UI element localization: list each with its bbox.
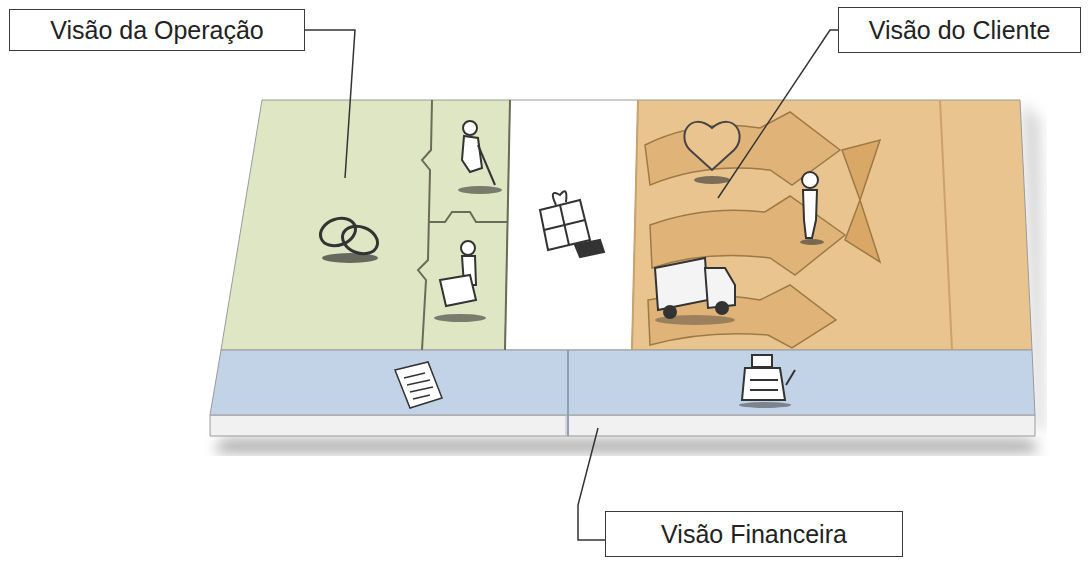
- customer-person: [800, 172, 824, 245]
- board: [210, 100, 1035, 436]
- heart-icon: [684, 122, 739, 170]
- document-icon: [413, 395, 430, 399]
- truck-icon: [655, 315, 735, 325]
- rings-icon: [317, 214, 382, 263]
- callout-label: Visão da Operação: [50, 16, 264, 45]
- heart-icon: [684, 122, 739, 184]
- gift-icon: [540, 191, 604, 257]
- callout-box: Visão da Operação: [9, 9, 305, 51]
- block-dividers: [418, 100, 952, 350]
- leader-lines: [578, 428, 605, 540]
- customer-arrows: [842, 140, 880, 262]
- board: [567, 350, 569, 436]
- board: [632, 100, 1032, 350]
- cash-register-icon: [786, 370, 795, 385]
- customer-person: [800, 239, 824, 245]
- worker-figures: [440, 275, 476, 306]
- document-icon: [404, 373, 425, 378]
- board: [566, 415, 567, 436]
- truck-icon: [655, 258, 735, 325]
- board: [210, 415, 1035, 436]
- cash-register-icon: [750, 379, 778, 381]
- worker-figures: [461, 241, 475, 255]
- gift-icon: [544, 220, 585, 230]
- cash-register-icon: [742, 368, 785, 400]
- cash-register-icon: [739, 402, 791, 408]
- worker-figures: [462, 136, 482, 172]
- rings-icon: [322, 253, 378, 263]
- worker-figures: [434, 314, 486, 322]
- callout-label: Visão Financeira: [661, 520, 847, 549]
- block-dividers: [418, 100, 432, 350]
- cash-register-icon: [750, 389, 778, 391]
- callout-box: Visão Financeira: [605, 511, 903, 557]
- block-dividers: [940, 100, 952, 350]
- gift-icon: [575, 240, 604, 257]
- board: [505, 100, 638, 350]
- worker-figures: [463, 121, 477, 135]
- rings-icon: [317, 214, 360, 251]
- customer-person: [802, 172, 818, 188]
- board: [221, 100, 510, 350]
- document-icon: [395, 362, 442, 408]
- document-icon: [410, 387, 433, 392]
- document-icon: [395, 362, 442, 408]
- leader-lines: [305, 30, 838, 540]
- board-shadow: [214, 440, 1040, 452]
- truck-icon: [655, 258, 708, 310]
- cash-register-icon: [752, 355, 772, 367]
- worker-figures: [458, 186, 502, 194]
- worker-figures: [478, 145, 495, 185]
- customer-arrows: [645, 112, 880, 348]
- block-dividers: [429, 212, 507, 222]
- worker-figures: [434, 121, 502, 322]
- rings-icon: [339, 222, 382, 259]
- leader-lines: [718, 30, 838, 198]
- block-dividers: [632, 100, 638, 350]
- callout-box: Visão do Cliente: [838, 7, 1081, 53]
- truck-icon: [716, 302, 728, 314]
- gift-icon: [553, 191, 567, 205]
- board: [210, 350, 1035, 415]
- cash-register-icon: [739, 355, 795, 408]
- document-icon: [407, 380, 430, 385]
- customer-person: [803, 190, 817, 238]
- leader-lines: [305, 30, 355, 178]
- callout-label: Visão do Cliente: [869, 16, 1051, 45]
- heart-icon: [694, 176, 730, 184]
- block-dividers: [505, 100, 510, 350]
